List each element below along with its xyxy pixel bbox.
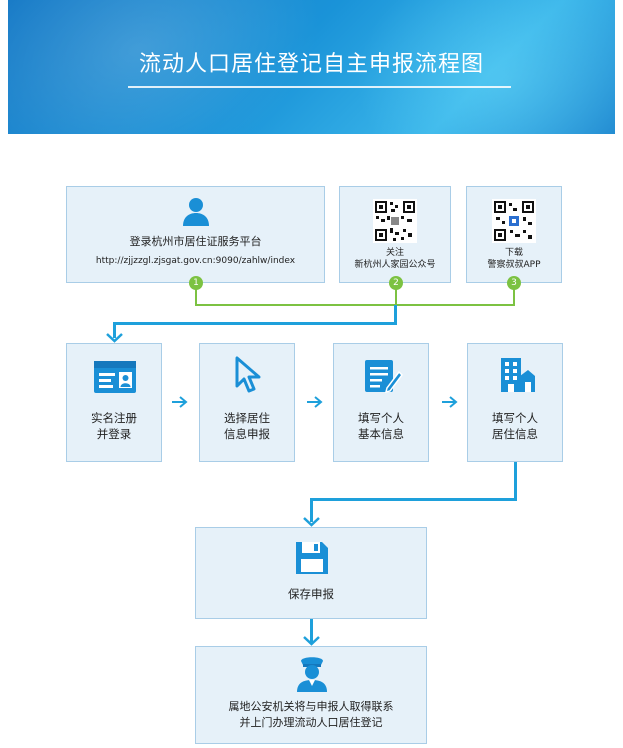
connector	[113, 322, 116, 338]
wechat-line1: 关注	[385, 248, 404, 258]
app-line2: 警察叔叔APP	[487, 260, 541, 270]
edit-form-icon	[365, 360, 403, 394]
step-1-line1: 实名注册	[91, 411, 137, 425]
final-step-line2: 并上门办理流动人口居住登记	[239, 716, 383, 729]
connector	[195, 304, 515, 306]
building-icon	[501, 358, 535, 392]
connector	[310, 619, 313, 643]
step-4-line2: 居住信息	[492, 427, 538, 441]
save-disk-icon	[296, 542, 328, 574]
step-4-line1: 填写个人	[492, 411, 538, 425]
arrow-down-icon	[106, 333, 123, 343]
step-save-report: 保存申报	[195, 527, 427, 619]
wechat-line2: 新杭州人家园公众号	[354, 260, 436, 270]
arrow-right-icon	[307, 396, 323, 408]
arrow-right-icon	[172, 396, 188, 408]
step-fill-residence-info: 填写个人 居住信息	[467, 343, 563, 462]
step-3-line1: 填写个人	[358, 411, 404, 425]
step-fill-basic-info: 填写个人 基本信息	[333, 343, 429, 462]
final-step-line1: 属地公安机关将与申报人取得联系	[228, 700, 394, 713]
connector	[513, 283, 515, 305]
entry-option-police-app: 下载 警察叔叔APP	[466, 186, 562, 283]
step-badge-2: 2	[389, 276, 403, 290]
connector	[514, 462, 517, 500]
connector	[113, 322, 397, 325]
connector	[310, 498, 313, 522]
step-real-name-register: 实名注册 并登录	[66, 343, 162, 462]
connector	[394, 305, 397, 325]
police-officer-icon	[297, 657, 327, 692]
title-underline	[128, 86, 511, 88]
qr-code-icon	[492, 199, 536, 243]
arrow-down-icon	[303, 517, 320, 527]
step-1-line2: 并登录	[96, 427, 132, 441]
connector	[195, 283, 197, 305]
step-badge-1: 1	[189, 276, 203, 290]
connector	[395, 283, 397, 305]
id-card-icon	[94, 361, 136, 393]
step-2-line2: 信息申报	[224, 427, 270, 441]
app-line1: 下载	[504, 248, 523, 258]
person-icon	[183, 198, 209, 226]
entry-option-web-platform: 登录杭州市居住证服务平台 http://zjjzzgl.zjsgat.gov.c…	[66, 186, 325, 283]
step-badge-3: 3	[507, 276, 521, 290]
header-banner: 流动人口居住登记自主申报流程图	[8, 0, 615, 134]
arrow-right-icon	[442, 396, 458, 408]
page-title: 流动人口居住登记自主申报流程图	[138, 52, 484, 77]
entry-option-wechat-account: 关注 新杭州人家园公众号	[339, 186, 451, 283]
web-platform-url[interactable]: http://zjjzzgl.zjsgat.gov.cn:9090/zahlw/…	[95, 256, 296, 266]
qr-code-icon	[373, 199, 417, 243]
web-platform-label: 登录杭州市居住证服务平台	[129, 235, 262, 248]
step-3-line2: 基本信息	[358, 427, 404, 441]
arrow-down-icon	[303, 636, 320, 646]
step-police-contact: 属地公安机关将与申报人取得联系 并上门办理流动人口居住登记	[195, 646, 427, 744]
step-2-line1: 选择居住	[224, 411, 270, 425]
save-step-label: 保存申报	[288, 587, 334, 601]
connector	[310, 498, 517, 501]
cursor-icon	[235, 356, 261, 393]
step-select-residence-report: 选择居住 信息申报	[199, 343, 295, 462]
